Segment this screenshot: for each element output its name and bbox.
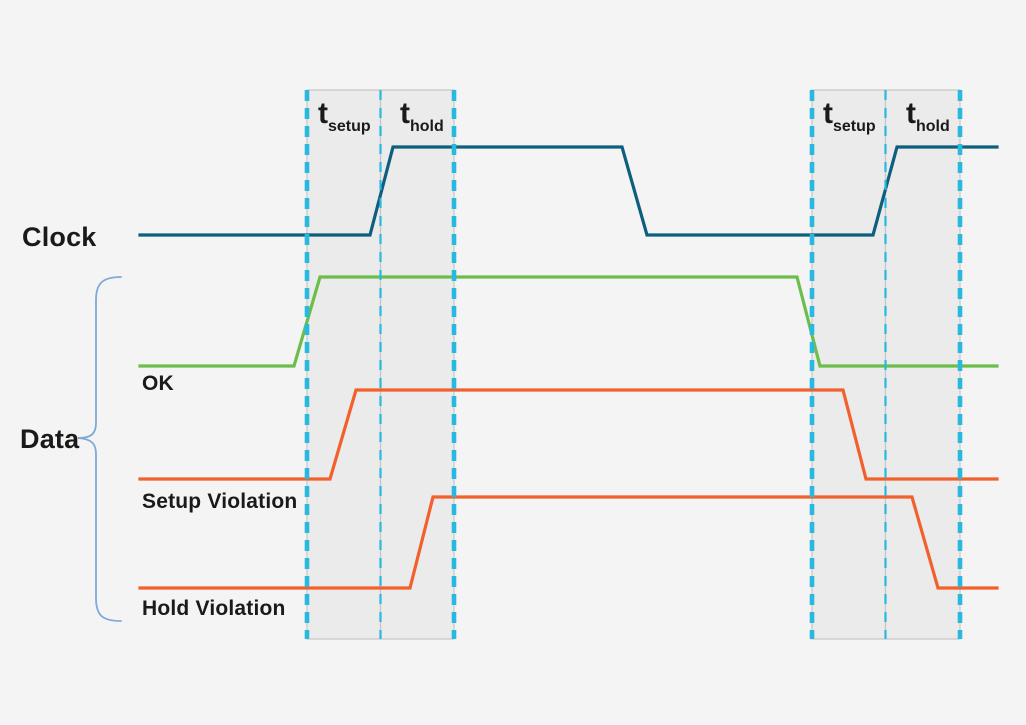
timing-interval-labels: tsetup thold tsetup thold [318,97,950,135]
data-group-brace [77,276,122,622]
ok-label: OK [142,372,174,395]
t-setup-label-1: tsetup [318,97,371,135]
setup-violation-label: Setup Violation [142,490,297,513]
t-hold-label-1: thold [400,97,444,135]
setup-window-1 [306,89,382,640]
clock-label: Clock [22,222,97,252]
t-setup-label-2: tsetup [823,97,876,135]
t-hold-label-2: thold [906,97,950,135]
clock-signal [138,145,999,237]
signal-traces [138,145,999,590]
data-setup-violation-signal [138,388,999,481]
data-label: Data [20,424,80,454]
data-hold-violation-signal [138,495,999,590]
data-ok-signal [138,275,999,368]
hold-violation-label: Hold Violation [142,597,286,620]
hold-window-1 [379,89,455,640]
window-boundary-dashes [304,90,963,639]
